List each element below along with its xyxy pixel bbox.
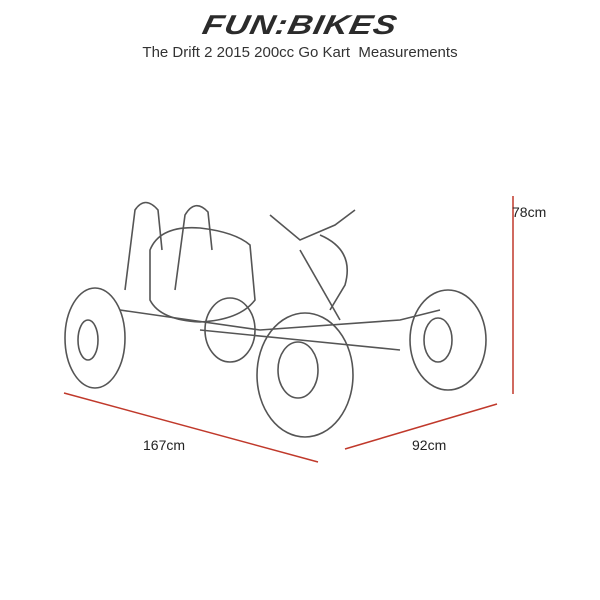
go-kart-sketch [64, 201, 487, 438]
length-line [63, 392, 319, 463]
width-dimension-label: 92cm [412, 437, 447, 453]
length-dimension-label: 167cm [143, 437, 186, 453]
width-line [344, 403, 498, 450]
height-dimension-label: 78cm [512, 204, 547, 220]
page-title: The Drift 2 2015 200cc Go Kart Measureme… [142, 44, 458, 61]
dimension-lines [63, 196, 514, 463]
